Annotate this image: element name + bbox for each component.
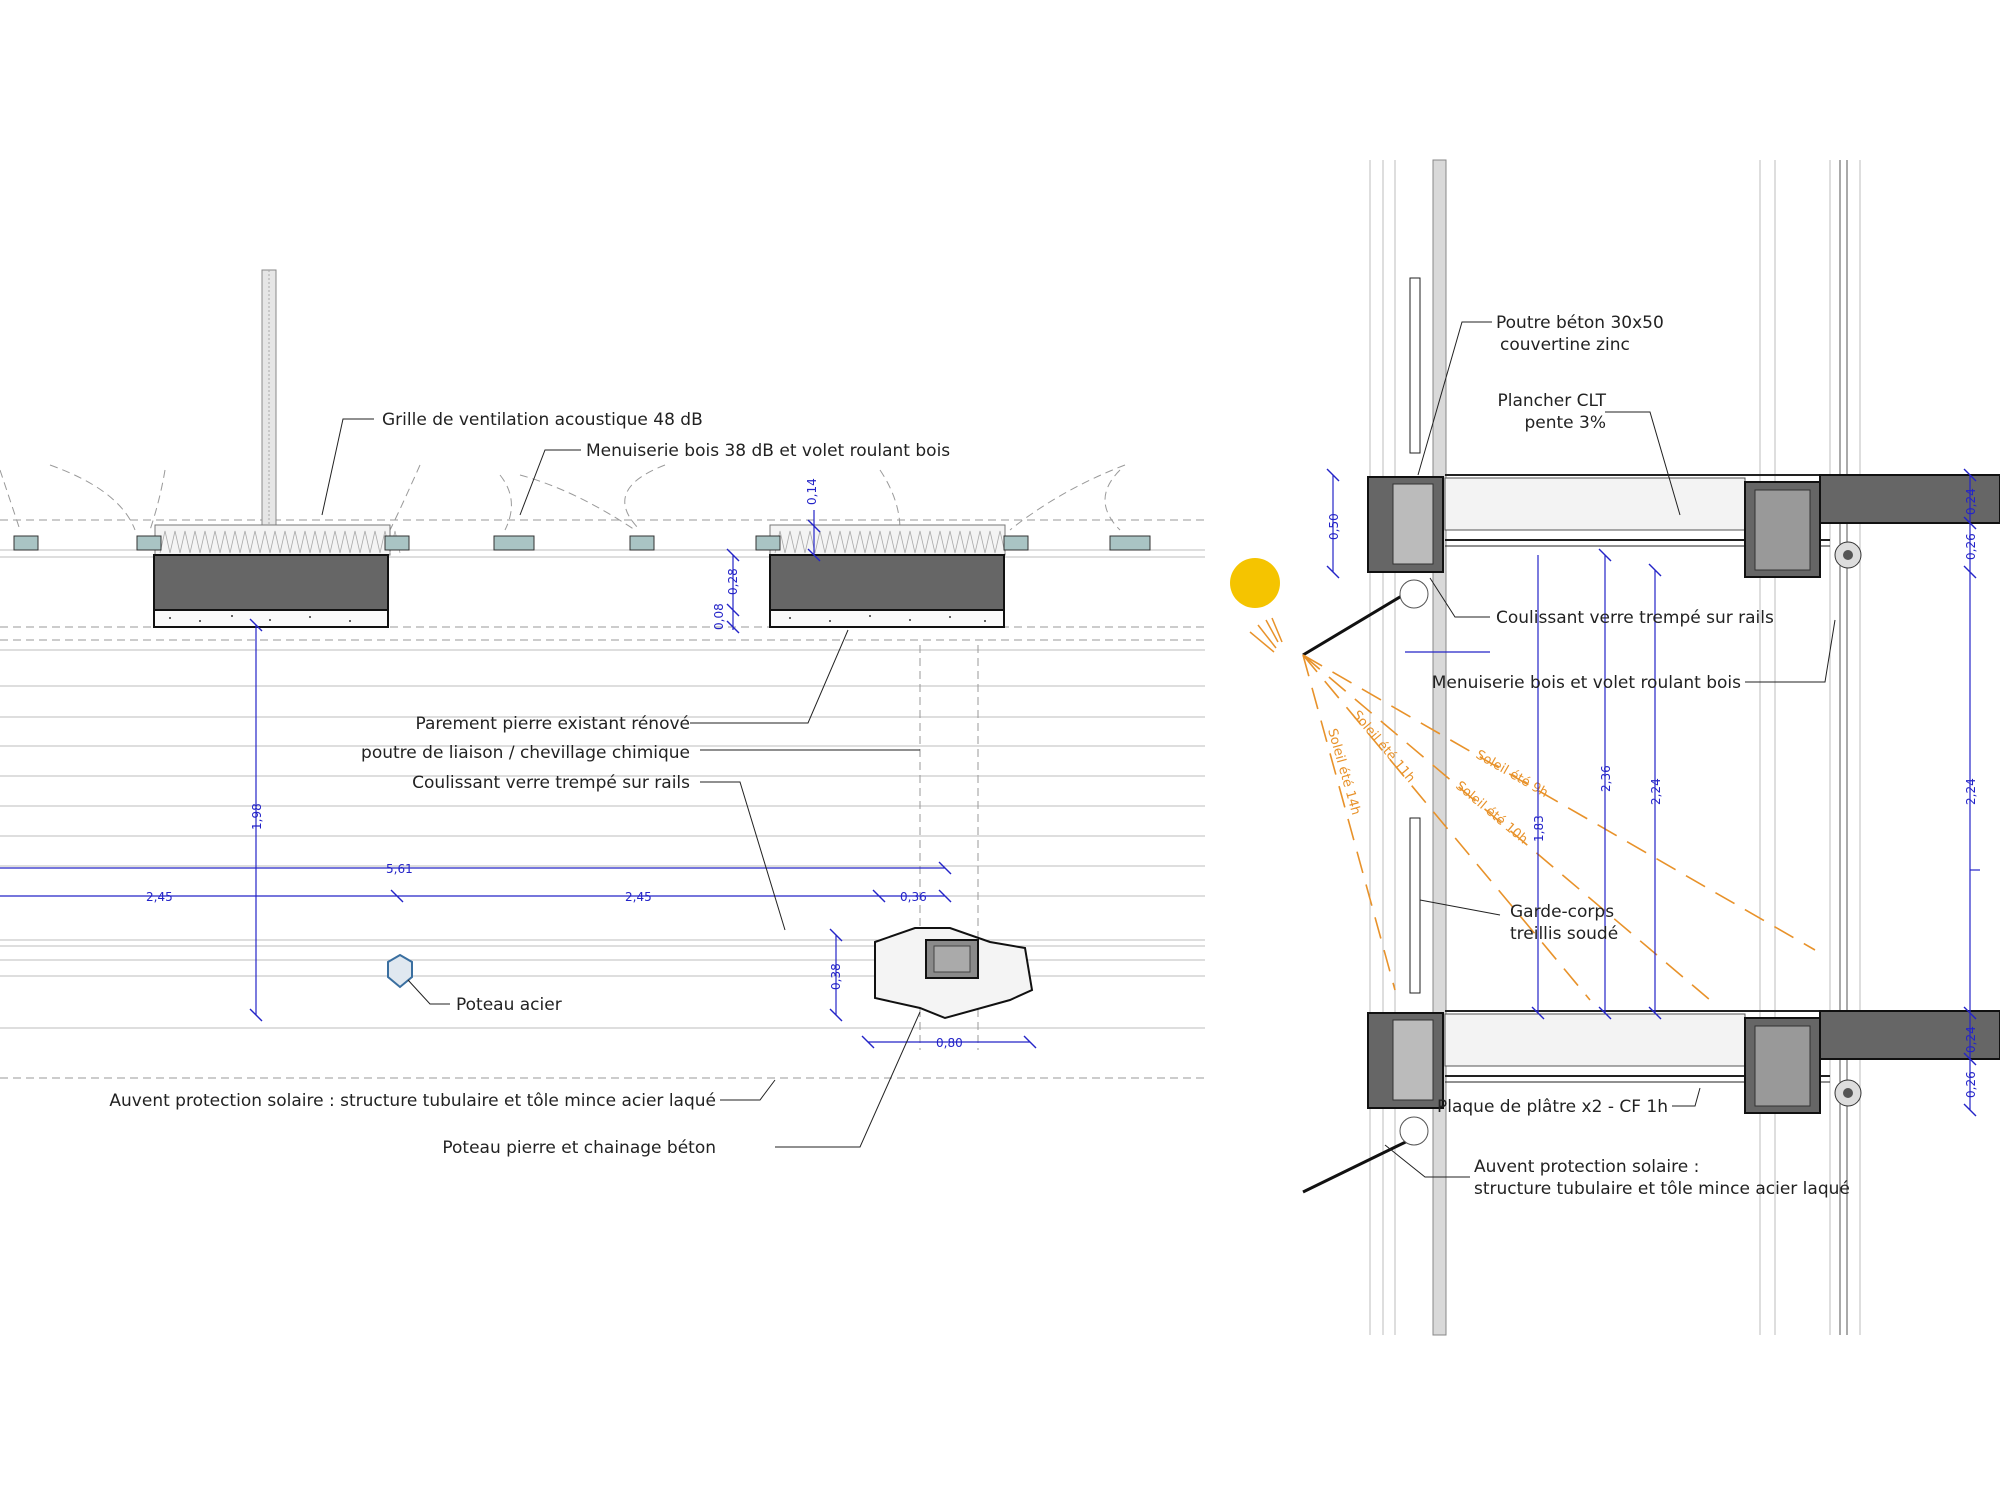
- sun-ray-label-10h: Soleil été 10h: [1452, 779, 1530, 848]
- dim-1-98: 1,98: [250, 803, 264, 830]
- label-garde-corps: Garde-corps: [1510, 902, 1614, 922]
- dim-0-36: 0,36: [900, 890, 927, 904]
- sunshade-pivot-upper: [1399, 579, 1429, 609]
- floor-slab-upper: [1367, 474, 2000, 578]
- acoustic-grille-right-texture: [774, 530, 1006, 554]
- acoustic-grille-left-texture: [159, 530, 401, 554]
- label-menuiserie-38db: Menuiserie bois 38 dB et volet roulant b…: [586, 441, 950, 461]
- sun-icon: [1230, 558, 1280, 608]
- roller-shutter-upper-axis: [1843, 550, 1853, 560]
- roller-shutter-lower-axis: [1843, 1088, 1853, 1098]
- sun-ray-lines: [1302, 654, 1816, 1001]
- dim-0-38: 0,38: [829, 963, 843, 990]
- dim-5-61: 5,61: [386, 862, 413, 876]
- guardrail-lower: [1409, 817, 1421, 994]
- dim-2-45-left: 2,45: [146, 890, 173, 904]
- label-poteau-pierre: Poteau pierre et chainage béton: [442, 1138, 716, 1158]
- label-auvent-plan: Auvent protection solaire : structure tu…: [109, 1091, 716, 1111]
- dim-0-24-upper: 0,24: [1964, 488, 1978, 515]
- dim-0-50: 0,50: [1327, 513, 1341, 540]
- dim-2-24-mid: 2,24: [1649, 778, 1663, 805]
- label-couvertine-zinc: couvertine zinc: [1500, 335, 1630, 355]
- label-auvent-section-1: Auvent protection solaire :: [1474, 1157, 1699, 1177]
- guardrail-upper: [1409, 277, 1421, 454]
- dim-0-26-lower: 0,26: [1964, 1071, 1978, 1098]
- stone-facing-texture: [169, 615, 986, 622]
- window-swing-arcs: [0, 464, 1126, 531]
- stone-facing-left: [153, 609, 389, 628]
- sunshade-tube-lower: [1302, 1133, 1421, 1194]
- window-frame-profiles: [13, 535, 1151, 551]
- label-plaque-platre: Plaque de plâtre x2 - CF 1h: [1437, 1097, 1668, 1117]
- sun-ray-label-9h: Soleil été 9h: [1473, 747, 1551, 800]
- dim-0-80: 0,80: [936, 1036, 963, 1050]
- plan-view: 0,14 0,28 0,08 1,98 5,61 2,45 2,45 0,36 …: [0, 269, 1205, 1158]
- ventilation-duct: [261, 269, 277, 556]
- plan-leader-lines: [321, 418, 921, 1148]
- steel-post: [387, 953, 413, 989]
- dim-0-08: 0,08: [712, 603, 726, 630]
- plan-dimension-lines: [0, 510, 1037, 1049]
- section-dimension-lines: [1326, 468, 1980, 1117]
- dim-1-83: 1,83: [1532, 815, 1546, 842]
- section-view: Soleil été 14h Soleil été 11h Soleil été…: [1230, 159, 2000, 1336]
- label-poutre-beton: Poutre béton 30x50: [1496, 313, 1664, 333]
- label-pente: pente 3%: [1524, 413, 1606, 433]
- dim-2-24-right: 2,24: [1964, 778, 1978, 805]
- lintel-block-left: [153, 554, 389, 611]
- label-plancher-clt: Plancher CLT: [1497, 391, 1606, 411]
- label-grille-ventilation: Grille de ventilation acoustique 48 dB: [382, 410, 703, 430]
- label-coulissant-plan: Coulissant verre trempé sur rails: [412, 773, 690, 793]
- label-auvent-section-2: structure tubulaire et tôle mince acier …: [1474, 1179, 1850, 1199]
- dim-0-26-upper: 0,26: [1964, 533, 1978, 560]
- label-coulissant-section: Coulissant verre trempé sur rails: [1496, 608, 1774, 628]
- label-menuiserie-section: Menuiserie bois et volet roulant bois: [1432, 673, 1741, 693]
- dim-0-24-lower: 0,24: [1964, 1026, 1978, 1053]
- sun-glare-icon: [1249, 617, 1283, 653]
- dim-2-45-right: 2,45: [625, 890, 652, 904]
- dim-2-36: 2,36: [1599, 765, 1613, 792]
- label-poteau-acier: Poteau acier: [456, 995, 562, 1015]
- section-leader-lines: [1384, 321, 1836, 1178]
- label-poutre-liaison: poutre de liaison / chevillage chimique: [361, 743, 690, 763]
- stone-facing-right: [769, 609, 1005, 628]
- sunshade-pivot-lower: [1399, 1116, 1429, 1146]
- label-treillis: treillis soudé: [1510, 924, 1618, 944]
- lintel-block-right: [769, 554, 1005, 611]
- label-parement-pierre: Parement pierre existant rénové: [416, 714, 690, 734]
- dim-0-14: 0,14: [805, 478, 819, 505]
- pillar-steel-plate: [933, 945, 971, 973]
- dim-0-28: 0,28: [726, 568, 740, 595]
